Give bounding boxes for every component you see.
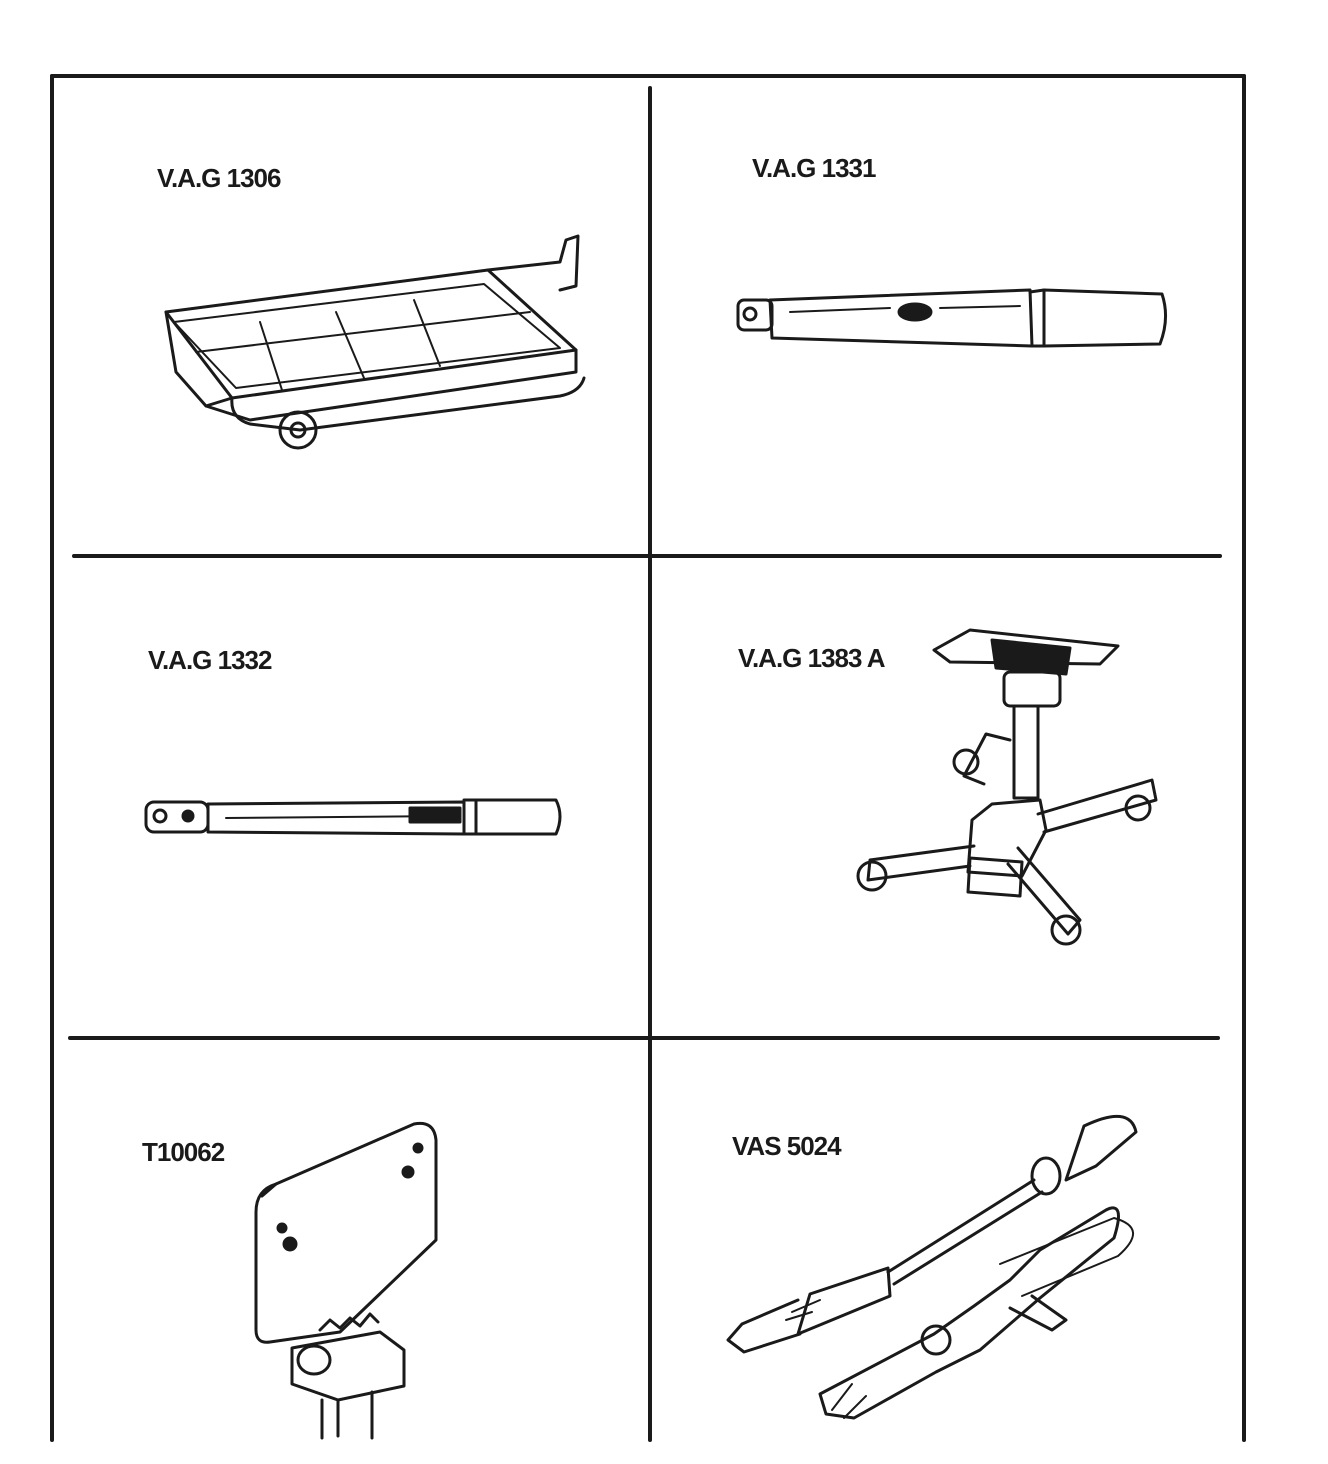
tool-label-vag-1332: V.A.G 1332 xyxy=(148,645,272,675)
drip-tray-icon xyxy=(164,234,586,450)
tool-label-vag-1331: V.A.G 1331 xyxy=(752,153,876,183)
grid-lines xyxy=(50,74,1246,1442)
torque-wrench-long-icon xyxy=(144,798,562,836)
tool-label-vag-1383a: V.A.G 1383 A xyxy=(738,643,886,673)
hose-clip-pliers-icon xyxy=(726,1114,1138,1420)
tool-label-t10062: T10062 xyxy=(142,1137,225,1167)
locking-plate-icon xyxy=(254,1121,438,1440)
transmission-jack-icon xyxy=(856,628,1158,946)
torque-wrench-icon xyxy=(736,288,1167,348)
tool-label-vag-1306: V.A.G 1306 xyxy=(157,163,281,193)
tool-label-vas-5024: VAS 5024 xyxy=(732,1131,842,1161)
